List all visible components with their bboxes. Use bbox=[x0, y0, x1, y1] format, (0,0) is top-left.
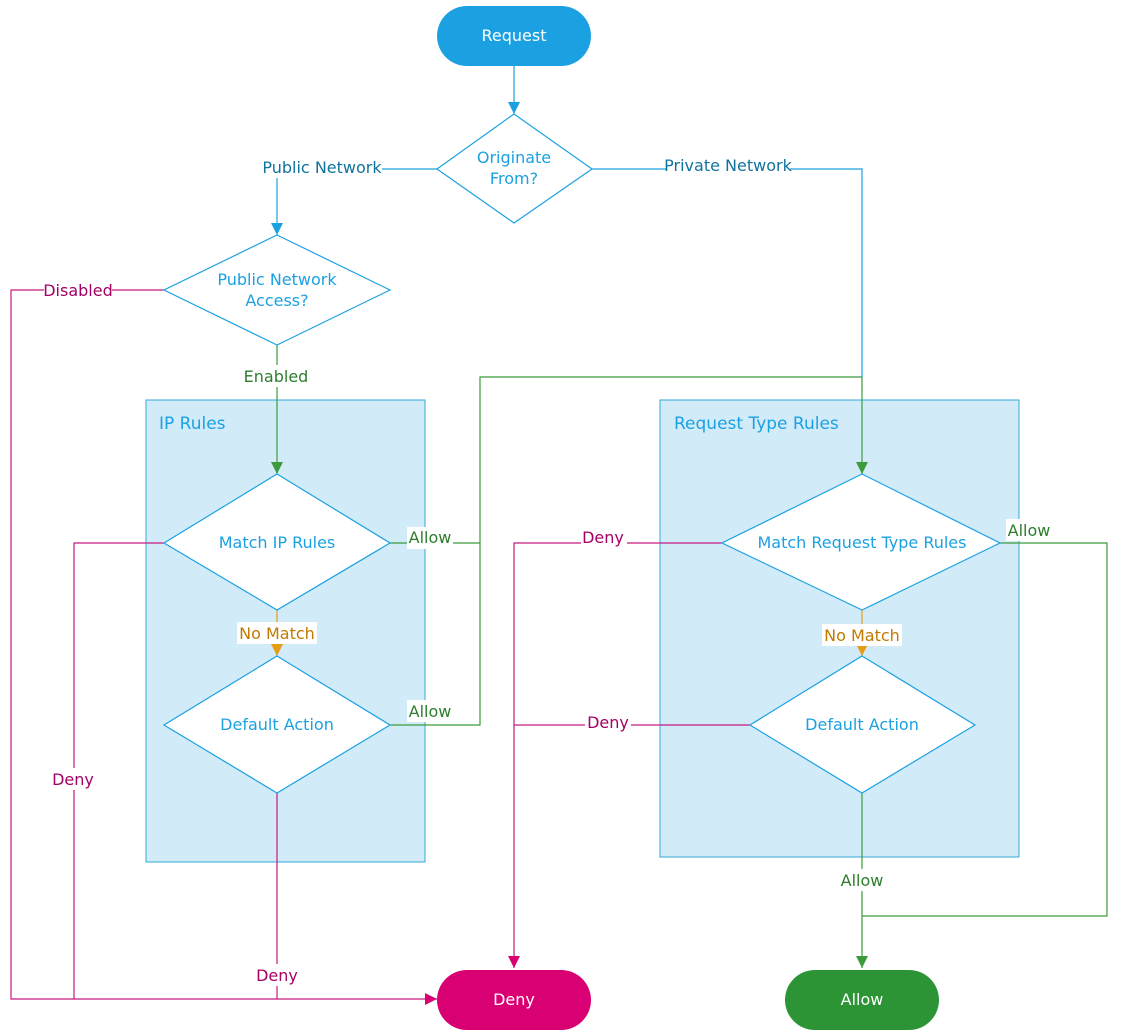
request-node bbox=[437, 6, 591, 66]
match-ip-rules-decision bbox=[162, 473, 392, 611]
label-req-no-match: No Match bbox=[824, 626, 900, 645]
label-ip-deny: Deny bbox=[52, 770, 94, 789]
public-access-label-line1: Public Network bbox=[217, 270, 337, 289]
label-req-deny: Deny bbox=[582, 528, 624, 547]
match-ip-rules-label: Match IP Rules bbox=[219, 533, 336, 552]
ip-default-action-label: Default Action bbox=[220, 715, 334, 734]
public-access-label-line2: Access? bbox=[245, 291, 308, 310]
label-disabled: Disabled bbox=[43, 281, 113, 300]
ip-rules-group-title: IP Rules bbox=[159, 414, 226, 434]
label-req-default-allow: Allow bbox=[841, 871, 884, 890]
public-access-decision bbox=[162, 234, 392, 346]
originate-decision bbox=[435, 113, 594, 224]
match-request-type-rules-decision bbox=[720, 473, 1002, 611]
request-node-label: Request bbox=[482, 26, 547, 45]
request-type-rules-group-title: Request Type Rules bbox=[674, 414, 839, 434]
allow-node bbox=[785, 970, 939, 1030]
label-enabled: Enabled bbox=[244, 367, 309, 386]
deny-node-label: Deny bbox=[493, 990, 535, 1009]
edge-public-network bbox=[271, 168, 437, 235]
label-public-network: Public Network bbox=[262, 158, 382, 177]
label-req-default-deny: Deny bbox=[587, 713, 629, 732]
label-ip-no-match: No Match bbox=[239, 624, 315, 643]
edge-private-network bbox=[592, 168, 863, 377]
label-ip-default-deny: Deny bbox=[256, 966, 298, 985]
label-req-allow: Allow bbox=[1008, 521, 1051, 540]
edge-req-deny bbox=[508, 542, 722, 968]
allow-node-label: Allow bbox=[841, 990, 884, 1009]
label-ip-default-allow: Allow bbox=[409, 702, 452, 721]
edge-ip-default-allow bbox=[390, 543, 481, 726]
req-default-action-label: Default Action bbox=[805, 715, 919, 734]
req-default-action-decision bbox=[748, 655, 977, 794]
match-request-type-rules-label: Match Request Type Rules bbox=[758, 533, 967, 552]
deny-node bbox=[437, 970, 591, 1030]
label-private-network: Private Network bbox=[664, 156, 792, 175]
ip-default-action-decision bbox=[162, 655, 392, 794]
edge-ip-deny bbox=[73, 542, 164, 999]
edge-req-allow bbox=[862, 542, 1108, 917]
label-ip-allow: Allow bbox=[409, 528, 452, 547]
originate-label-line2: From? bbox=[490, 169, 538, 188]
originate-label-line1: Originate bbox=[477, 148, 551, 167]
